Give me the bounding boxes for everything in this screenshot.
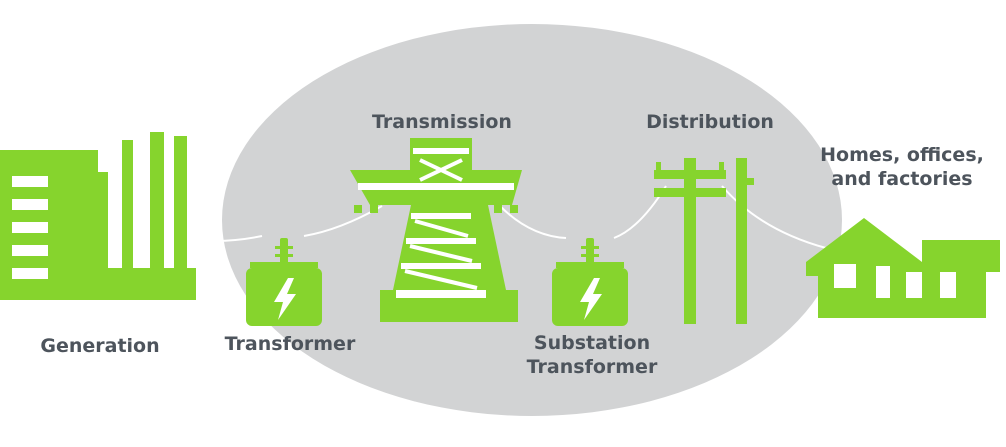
- house-icon: [806, 218, 1000, 318]
- generation-label: Generation: [40, 335, 160, 357]
- consumers-label: Homes, offices, and factories: [812, 143, 992, 191]
- transmission-label: Transmission: [372, 111, 512, 133]
- substation-transformer-label: Substation Transformer: [512, 331, 672, 379]
- transmission-tower-icon: [350, 138, 522, 322]
- power-plant-icon: [0, 132, 196, 300]
- consumers-label-line1: Homes, offices,: [820, 144, 984, 166]
- distribution-label: Distribution: [646, 111, 774, 133]
- transformer-label: Transformer: [224, 333, 356, 355]
- consumers-label-line2: and factories: [831, 168, 973, 190]
- substation-label-line2: Transformer: [526, 356, 658, 378]
- utility-pole-icon: [654, 158, 754, 324]
- substation-label-line1: Substation: [533, 332, 651, 354]
